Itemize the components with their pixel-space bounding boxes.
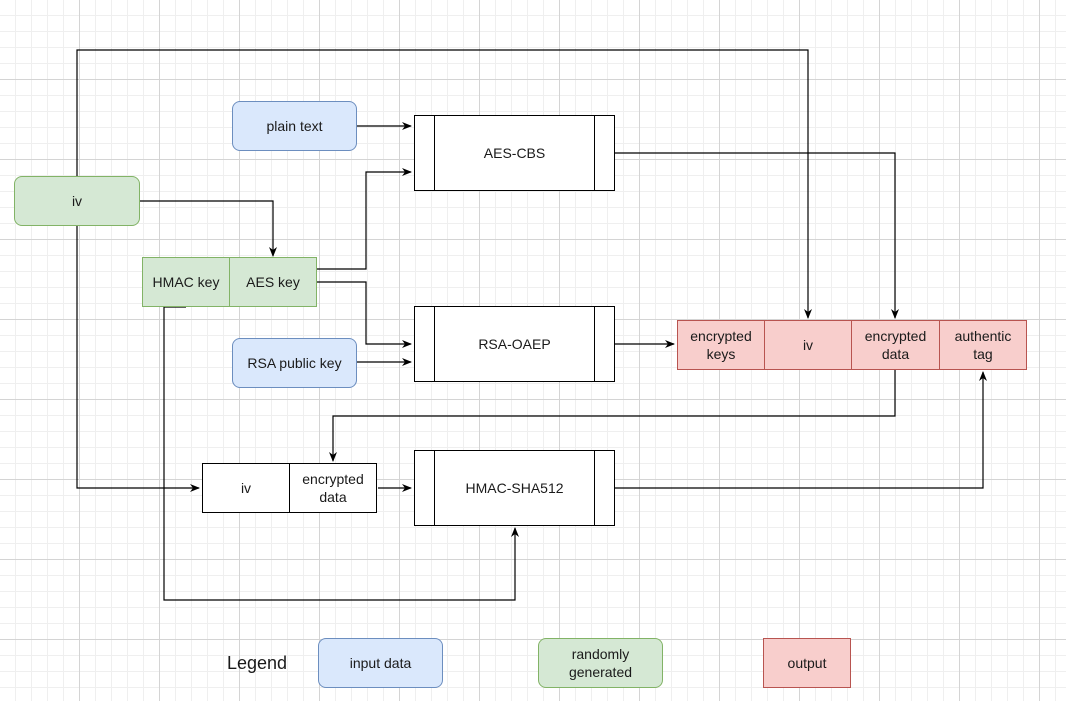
mac-input-data-node[interactable]: encrypted data [289, 463, 377, 513]
legend-input-data: input data [318, 638, 443, 688]
edge-hmac-to-tag [615, 371, 987, 489]
mac-input-iv-node[interactable]: iv [202, 463, 290, 513]
rsa-oaep-process[interactable]: RSA-OAEP [414, 306, 615, 382]
aes-cbs-label: AES-CBS [483, 145, 546, 161]
legend-output: output [763, 638, 851, 688]
rsa-oaep-label: RSA-OAEP [478, 336, 551, 352]
output-authentic-tag[interactable]: authentic tag [939, 320, 1027, 370]
legend-title: Legend [227, 653, 288, 673]
hmac-key-node[interactable]: HMAC key [142, 257, 230, 307]
edge-aeskey-to-aes [317, 168, 412, 270]
edge-aes-to-encdata [615, 152, 899, 319]
aes-key-node[interactable]: AES key [229, 257, 317, 307]
hmac-sha512-label: HMAC-SHA512 [465, 480, 564, 496]
edge-aeskey-to-rsa [317, 281, 412, 348]
output-encrypted-keys[interactable]: encrypted keys [677, 320, 765, 370]
edge-encdata-to-macinput [329, 370, 896, 462]
rsa-public-key-node[interactable]: RSA public key [232, 338, 357, 388]
legend-randomly-generated: randomly generated [538, 638, 663, 688]
edge-iv-to-aeskey [140, 200, 277, 257]
plain-text-node[interactable]: plain text [232, 101, 357, 151]
output-iv[interactable]: iv [764, 320, 852, 370]
iv-source-node[interactable]: iv [14, 176, 140, 226]
aes-cbs-process[interactable]: AES-CBS [414, 115, 615, 191]
hmac-sha512-process[interactable]: HMAC-SHA512 [414, 450, 615, 526]
output-encrypted-data[interactable]: encrypted data [851, 320, 940, 370]
